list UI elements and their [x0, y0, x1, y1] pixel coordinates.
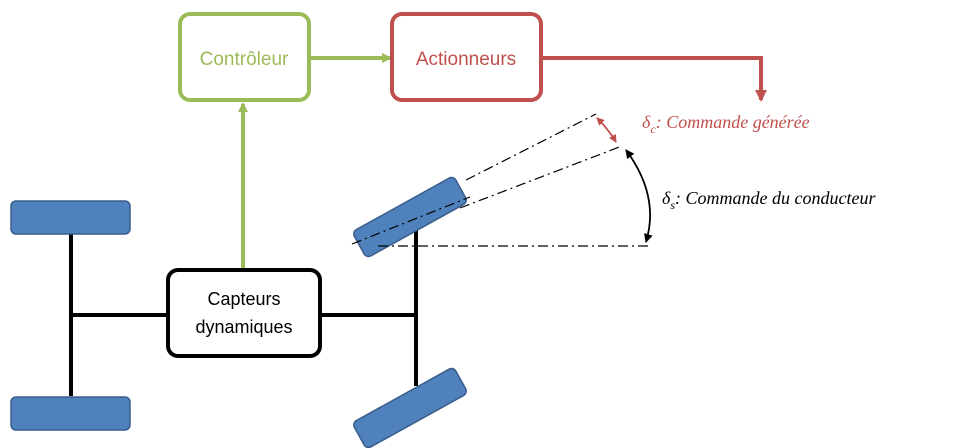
- front-right-wheel: [353, 367, 467, 448]
- delta-s-text: : Commande du conducteur: [675, 188, 876, 208]
- delta-s-symbol: δ: [662, 188, 671, 208]
- generated-command-line: [465, 113, 597, 181]
- delta-c-text: : Commande générée: [656, 112, 810, 132]
- rear-left-wheel: [10, 200, 131, 235]
- controller-box: Contrôleur: [178, 12, 311, 102]
- driver-command-line: [459, 145, 623, 209]
- angle-reference-lines: [351, 113, 652, 247]
- delta-c-arc: [596, 117, 617, 143]
- actuators-box: Actionneurs: [390, 12, 543, 102]
- sensors-box: Capteurs dynamiques: [166, 268, 322, 358]
- delta-s-arc: [625, 149, 653, 243]
- controller-label: Contrôleur: [200, 49, 289, 70]
- front-left-wheel: [353, 176, 467, 258]
- rear-right-wheel: [10, 396, 131, 431]
- wheel-center-line: [351, 196, 471, 245]
- delta-c-symbol: δ: [642, 112, 651, 132]
- delta-s-subscript: s: [670, 198, 675, 212]
- actuators-output-arrow: [542, 56, 767, 102]
- chassis: [69, 218, 418, 396]
- sensors-label-line1: Capteurs: [207, 289, 280, 309]
- actuators-label: Actionneurs: [416, 49, 516, 70]
- delta-c-subscript: c: [650, 122, 656, 136]
- delta-c-label: δc: Commande générée: [642, 112, 810, 136]
- sensors-label-line2: dynamiques: [195, 317, 292, 337]
- delta-s-label: δs: Commande du conducteur: [662, 188, 877, 212]
